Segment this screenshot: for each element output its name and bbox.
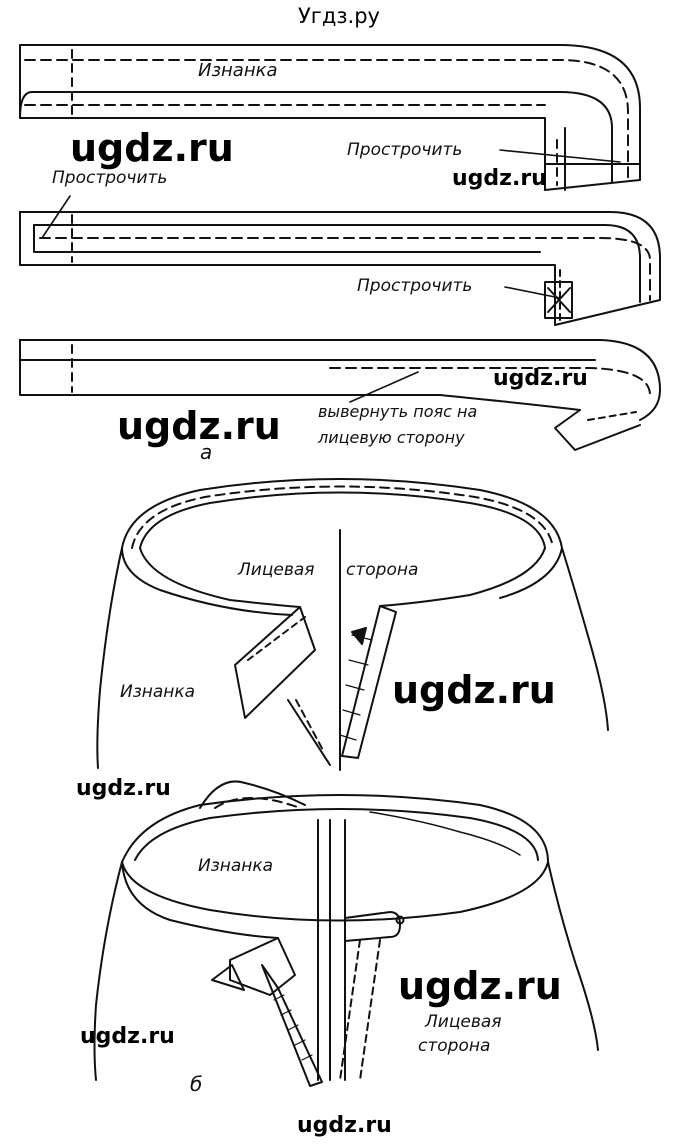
watermark-9: ugdz.ru <box>297 1113 392 1138</box>
label-litsevaya-b: Лицевая <box>425 1012 502 1032</box>
watermark-7: ugdz.ru <box>398 964 562 1008</box>
label-litsevaya-a: Лицевая <box>238 560 315 580</box>
label-prostrochit-2: Прострочить <box>52 168 168 188</box>
label-prostrochit-3: Прострочить <box>357 276 473 296</box>
label-storona-b: сторона <box>418 1036 491 1056</box>
waistband-2 <box>19 211 661 326</box>
label-iznanka-b: Изнанка <box>198 856 274 876</box>
watermark-3: ugdz.ru <box>493 366 588 391</box>
watermark-6: ugdz.ru <box>76 776 171 801</box>
label-iznanka-band: Изнанка <box>198 60 278 81</box>
label-vyvernut-line1: вывернуть пояс на <box>318 402 478 421</box>
label-prostrochit-1: Прострочить <box>347 140 463 160</box>
watermark-4: ugdz.ru <box>117 404 281 448</box>
label-iznanka-a: Изнанка <box>120 682 196 702</box>
watermark-2: ugdz.ru <box>452 166 547 191</box>
watermark-1: ugdz.ru <box>70 126 234 170</box>
figure-label-a: а <box>200 440 213 464</box>
site-title: Угдз.ру <box>298 4 380 28</box>
watermark-8: ugdz.ru <box>80 1024 175 1049</box>
figure-label-b: б <box>190 1072 203 1096</box>
trousers-figure-a <box>96 478 609 771</box>
label-storona-a: сторона <box>346 560 419 580</box>
watermark-5: ugdz.ru <box>392 668 556 712</box>
trousers-figure-b <box>93 780 599 1087</box>
label-vyvernut-line2: лицевую сторону <box>318 428 465 447</box>
waistband-3 <box>19 339 661 451</box>
